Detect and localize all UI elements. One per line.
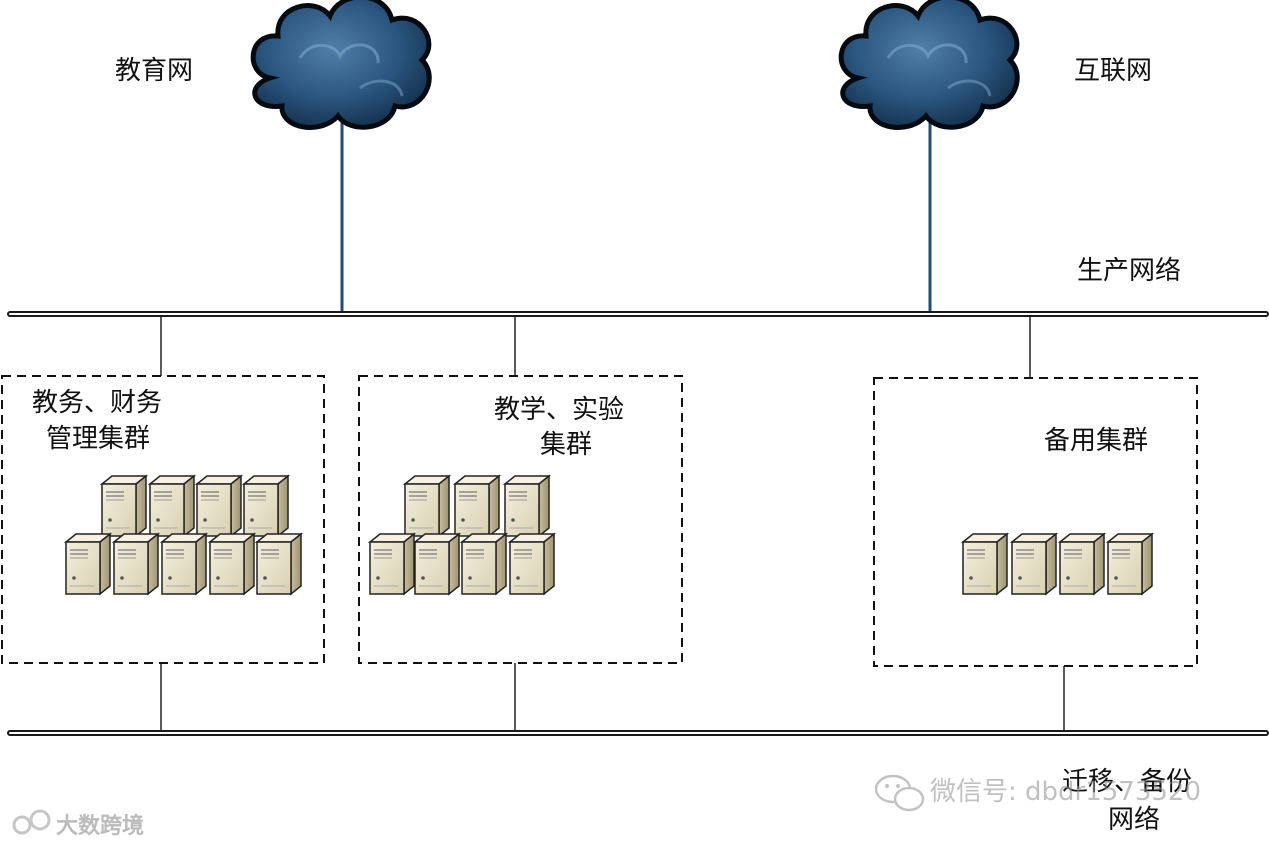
migration-backup-network-label-line1: 迁移、备份 [1062, 767, 1193, 797]
server-icon [161, 533, 207, 595]
brand-logo-icon [12, 809, 51, 835]
server-icon [243, 475, 289, 537]
standby-server-group [962, 533, 1153, 595]
server-icon [962, 533, 1008, 595]
wechat-icon [874, 774, 925, 812]
internet-cloud-icon [841, 0, 1017, 127]
admin-finance-cluster-label-line1: 教务、财务 [32, 388, 163, 418]
internet-label: 互联网 [1074, 56, 1153, 86]
server-icon [1107, 533, 1153, 595]
server-icon [454, 475, 500, 537]
admin-finance-cluster-label-line2: 管理集群 [46, 424, 151, 454]
teaching-lab-server-group [369, 475, 555, 595]
education-net-label: 教育网 [115, 56, 194, 86]
server-icon [101, 475, 147, 537]
server-icon [65, 533, 111, 595]
standby-cluster-label: 备用集群 [1044, 426, 1149, 456]
server-icon [113, 533, 159, 595]
brand-watermark: 大数跨境 [56, 814, 145, 839]
wechat-watermark: 微信号: dbdr1573520 [930, 777, 1202, 807]
admin-finance-server-group [65, 475, 302, 595]
server-icon [414, 533, 460, 595]
education-net-cloud-icon [253, 0, 429, 127]
server-icon [1011, 533, 1057, 595]
teaching-lab-cluster-label-line1: 教学、实验 [494, 395, 625, 425]
teaching-lab-cluster-box [358, 375, 683, 664]
admin-finance-cluster-box [1, 375, 325, 664]
server-icon [1059, 533, 1105, 595]
server-icon [404, 475, 450, 537]
server-icon [369, 533, 415, 595]
server-icon [256, 533, 302, 595]
server-icon [196, 475, 242, 537]
server-icon [149, 475, 195, 537]
server-icon [509, 533, 555, 595]
server-icon [461, 533, 507, 595]
migration-backup-network-label-line2: 网络 [1108, 805, 1161, 835]
teaching-lab-cluster-label-line2: 集群 [540, 430, 593, 460]
standby-cluster-box [873, 377, 1198, 667]
server-icon [504, 475, 550, 537]
production-network-label: 生产网络 [1077, 256, 1182, 286]
server-icon [209, 533, 255, 595]
